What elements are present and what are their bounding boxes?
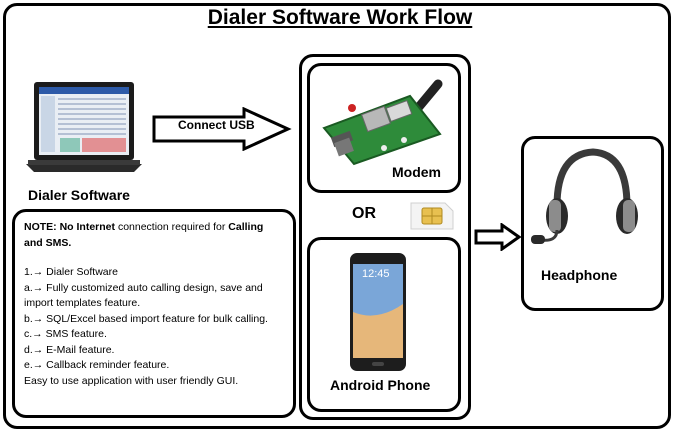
laptop-icon	[26, 82, 142, 172]
sim-card-icon	[410, 202, 454, 230]
note-line: d.→ E-Mail feature.	[24, 343, 115, 356]
note-prefix: NOTE:	[24, 221, 57, 233]
modem-label: Modem	[392, 164, 441, 180]
note-calling: Calling	[228, 221, 264, 233]
android-phone-label: Android Phone	[330, 377, 431, 393]
note-line: c.→ SMS feature.	[24, 328, 107, 340]
note-line: Easy to use application with user friend…	[24, 374, 239, 387]
phone-clock: 12:45	[362, 268, 390, 280]
connect-usb-label: Connect USB	[178, 118, 255, 132]
outer-frame	[3, 3, 671, 429]
output-arrow	[474, 223, 522, 251]
note-heading-text: connection required for	[117, 221, 226, 233]
android-phone-icon	[350, 253, 406, 371]
note-and-sms: and SMS.	[24, 236, 72, 249]
note-line: a.→ Fully customized auto calling design…	[24, 281, 263, 310]
note-line: b.→ SQL/Excel based import feature for b…	[24, 312, 268, 325]
note-heading: NOTE: No Internet connection required fo…	[24, 220, 287, 251]
or-text: OR	[352, 205, 376, 222]
connect-usb-arrow	[152, 107, 292, 151]
diagram-title: Dialer Software Work Flow	[207, 6, 473, 29]
headset-icon	[531, 148, 638, 244]
note-line: 1.→ Dialer Software	[24, 266, 118, 278]
gsm-modem-icon	[322, 79, 443, 166]
headphone-box	[521, 136, 664, 311]
note-line: e.→ Callback reminder feature.	[24, 359, 170, 371]
headphone-label: Headphone	[541, 267, 618, 283]
laptop-label: Dialer Software	[28, 187, 130, 203]
note-box: NOTE: No Internet connection required fo…	[12, 209, 296, 418]
note-no-internet: No Internet	[59, 221, 116, 233]
